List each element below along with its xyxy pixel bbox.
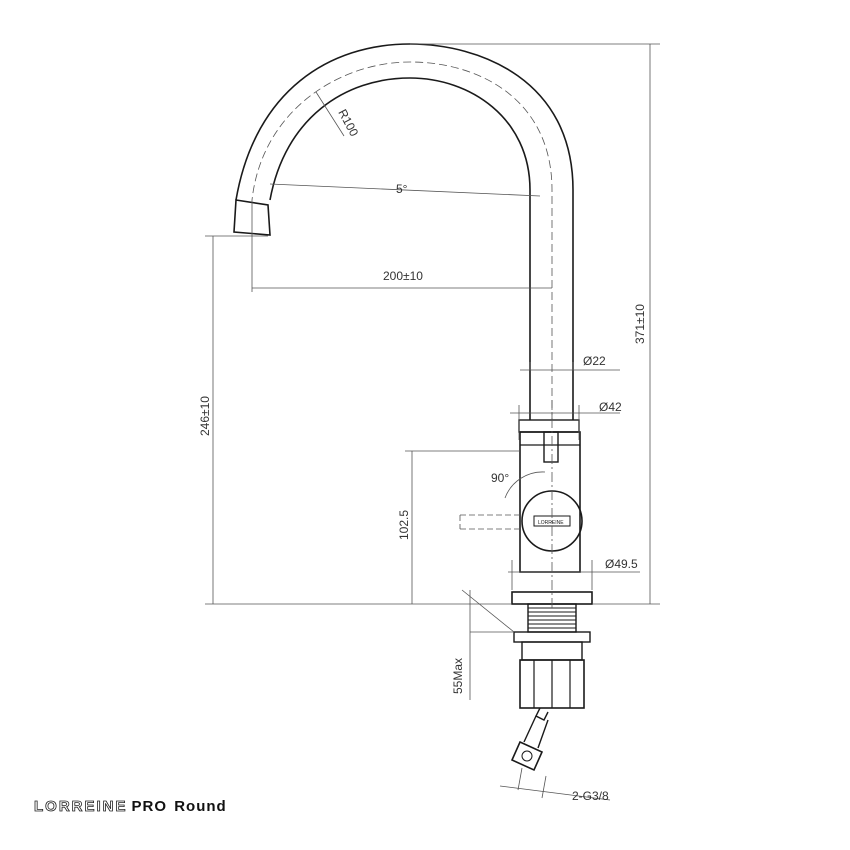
faucet-outline bbox=[233, 43, 593, 772]
lever-angle-label: 90° bbox=[491, 471, 509, 485]
thread-hatch bbox=[528, 607, 576, 629]
spout-angle-label: 5° bbox=[396, 182, 408, 196]
model-name: PRO bbox=[131, 798, 168, 815]
connector-label: 2-G3/8 bbox=[572, 789, 609, 803]
total-height-label: 371±10 bbox=[633, 304, 647, 344]
lever-height-label: 102.5 bbox=[397, 510, 411, 540]
body-top-dia-label: Ø42 bbox=[599, 400, 622, 414]
variant-name: Round bbox=[174, 798, 227, 815]
brand-name: LORREINE bbox=[34, 798, 128, 816]
base-dia-label: Ø49.5 bbox=[605, 557, 638, 571]
radius-label: R100 bbox=[335, 107, 361, 139]
dimension-lines bbox=[205, 43, 660, 801]
spout-height-label: 246±10 bbox=[198, 396, 212, 436]
logo-plate-text: LORREINE bbox=[538, 520, 564, 526]
reach-label: 200±10 bbox=[383, 269, 423, 283]
tube-dia-label: Ø22 bbox=[583, 354, 606, 368]
max-thickness-label: 55Max bbox=[451, 658, 465, 694]
